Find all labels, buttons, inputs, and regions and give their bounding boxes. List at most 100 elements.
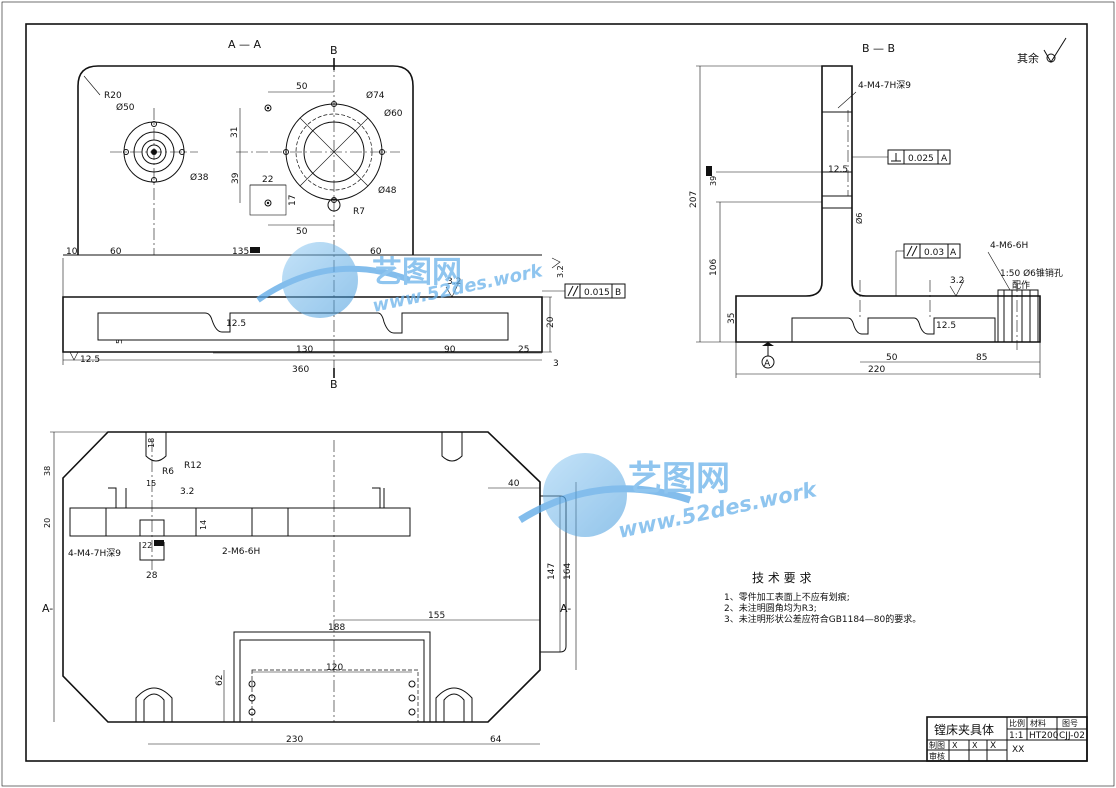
dim-d50: Ø50 [116, 102, 135, 113]
rough-3-2: 3.2 [447, 277, 461, 287]
watermark-brand-2: 艺图网 [628, 459, 730, 499]
tol-perp-datum: A [941, 154, 948, 164]
dim-r12: R12 [184, 461, 202, 471]
dim-w22: 22 [262, 175, 273, 185]
dim-h147: 147 [547, 563, 557, 580]
tech-req-item-1: 1、零件加工表面上不应有划痕; [724, 591, 850, 603]
watermark-1: 艺图网 www.52des.work [256, 242, 545, 318]
dim-w230: 230 [286, 735, 303, 745]
dim-w50c: 50 [886, 353, 898, 363]
dim-w40: 40 [508, 479, 520, 489]
base-outline [62, 431, 541, 723]
fit-note: 配作 [1012, 279, 1030, 291]
dim-d60: Ø60 [384, 108, 403, 119]
dim-h20: 20 [546, 316, 556, 328]
cut-label-b-top: B [330, 44, 338, 57]
tol-perp-value: 0.025 [908, 154, 934, 164]
material-label: 材料 [1030, 718, 1046, 728]
approval-mark: X [990, 741, 996, 751]
dim-x25: 25 [518, 345, 529, 355]
side-section-body [735, 65, 1041, 343]
dim-r3: 3.2 [556, 265, 565, 278]
watermark-2: 艺图网 www.52des.work [518, 453, 821, 543]
dim-x90: 90 [444, 345, 456, 355]
drafter-name: X [952, 741, 958, 750]
dim-x10: 10 [66, 247, 78, 257]
dim-h39: 39 [231, 172, 241, 184]
tol-parallel-value: 0.015 [584, 288, 610, 298]
drafter-name-2: X [972, 741, 978, 750]
watermark-globe-icon [282, 242, 358, 318]
material-value: HT200 [1029, 731, 1059, 741]
drawing-no-value: CJJ-02 [1059, 731, 1085, 741]
dim-h38: 38 [43, 466, 52, 476]
dim-h5: 5 [115, 339, 124, 344]
surface-note: 其余 [1017, 51, 1039, 65]
dim-h35: 35 [727, 313, 737, 324]
dim-w155: 155 [428, 611, 445, 621]
dim-x3: 3 [553, 359, 559, 369]
dim-h17: 17 [288, 195, 298, 206]
dim-w22b: 22 [142, 541, 152, 550]
rough-12-5-d: 12.5 [936, 321, 956, 331]
dim-h39b: 39 [709, 176, 718, 186]
top-view: A- A- [42, 431, 577, 745]
dim-r20: R20 [104, 91, 122, 101]
taper-pin-label: 1:50 Ø6锥销孔 [1000, 267, 1063, 279]
dim-w15: 15 [146, 479, 156, 488]
dim-w64: 64 [490, 735, 502, 745]
thread-m6b-label: 2-M6-6H [222, 547, 260, 557]
parallelism-tolerance-frame: 0.015 B [542, 283, 626, 299]
dim-w85: 85 [976, 353, 987, 363]
dim-x60a: 60 [110, 247, 122, 257]
company-name: XX [1012, 745, 1024, 755]
dim-x135: 135 [232, 247, 249, 257]
scale-label: 比例 [1009, 718, 1025, 728]
dim-d48: Ø48 [378, 185, 397, 196]
thread-m6-label: 4-M6-6H [990, 241, 1028, 251]
thread-m4-label: 4-M4-7H深9 [858, 80, 911, 91]
rough-12-5-b: 12.5 [80, 355, 100, 365]
dim-d74: Ø74 [366, 90, 385, 101]
dim-w220: 220 [868, 365, 885, 375]
dim-h164: 164 [563, 563, 573, 580]
rough-12-5-a: 12.5 [226, 319, 246, 329]
dim-h14: 14 [199, 520, 208, 530]
dim-x360: 360 [292, 365, 309, 375]
tol-parallel-datum: B [615, 288, 621, 298]
rough-12-5-c: 12.5 [828, 165, 848, 175]
section-aa-view: A — A B B [62, 38, 626, 391]
dim-x60b: 60 [370, 247, 382, 257]
dim-x130: 130 [296, 345, 313, 355]
technical-requirements: 技 术 要 求 1、零件加工表面上不应有划痕; 2、未注明圆角均为R3; 3、未… [724, 571, 921, 625]
dim-w120: 120 [326, 663, 343, 673]
thread-m4b-label: 4-M4-7H深9 [68, 548, 121, 559]
dim-w50a: 50 [296, 82, 308, 92]
tol-parallel2-datum: A [950, 248, 957, 258]
checker-label: 审核 [929, 751, 945, 761]
cut-label-b-bottom: B [330, 378, 338, 391]
part-name: 镗床夹具体 [934, 723, 994, 737]
section-bb-view: B — B 其余 207 106 35 39 4-M4-7H [689, 37, 1067, 378]
dim-h207: 207 [689, 191, 699, 208]
upright-plate-outline [77, 65, 414, 255]
title-block: 镗床夹具体 比例 材料 图号 1:1 HT200 CJJ-02 制图 审核 X … [926, 716, 1088, 762]
section-aa-title: A — A [228, 38, 262, 51]
dim-d38: Ø38 [190, 172, 209, 183]
dim-h31: 31 [230, 127, 240, 138]
section-bb-title: B — B [862, 42, 895, 55]
rough-3-2-c: 3.2 [180, 487, 194, 497]
dim-w188: 188 [328, 623, 345, 633]
dim-w50b: 50 [296, 227, 308, 237]
dim-h62: 62 [215, 675, 225, 686]
tol-parallel2-value: 0.03 [924, 248, 944, 258]
parallelism-tolerance-frame-2: 0.03 A [895, 243, 961, 296]
dim-w28: 28 [146, 571, 158, 581]
dim-r6: R6 [162, 467, 174, 477]
cut-label-a-left: A- [42, 602, 53, 615]
dim-r7: R7 [353, 207, 365, 217]
dim-h20b: 20 [43, 518, 52, 528]
tech-req-item-2: 2、未注明圆角均为R3; [724, 602, 817, 614]
